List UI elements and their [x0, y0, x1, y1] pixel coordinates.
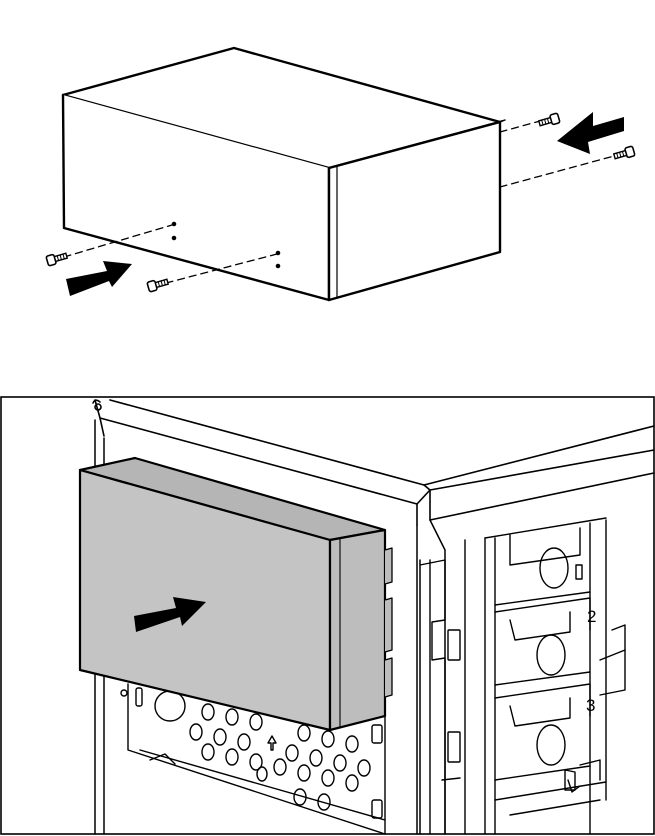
- screw-left-rear: [147, 277, 169, 292]
- drive-chassis-installation-drawing: 2 3: [0, 360, 655, 836]
- screw-right-upper: [538, 113, 560, 128]
- arrow-left-pointing: [557, 112, 624, 154]
- bay-label-3: 3: [586, 696, 595, 715]
- arrow-right-pointing: [66, 261, 132, 296]
- screw-right-lower: [613, 146, 635, 161]
- drive-screw-assembly-drawing: [0, 0, 655, 360]
- bottom-illustration: 2 3: [0, 360, 655, 836]
- bay-label-2: 2: [587, 607, 596, 626]
- drive-box: [63, 48, 505, 300]
- top-illustration: [0, 0, 655, 360]
- screw-left-front: [46, 251, 68, 266]
